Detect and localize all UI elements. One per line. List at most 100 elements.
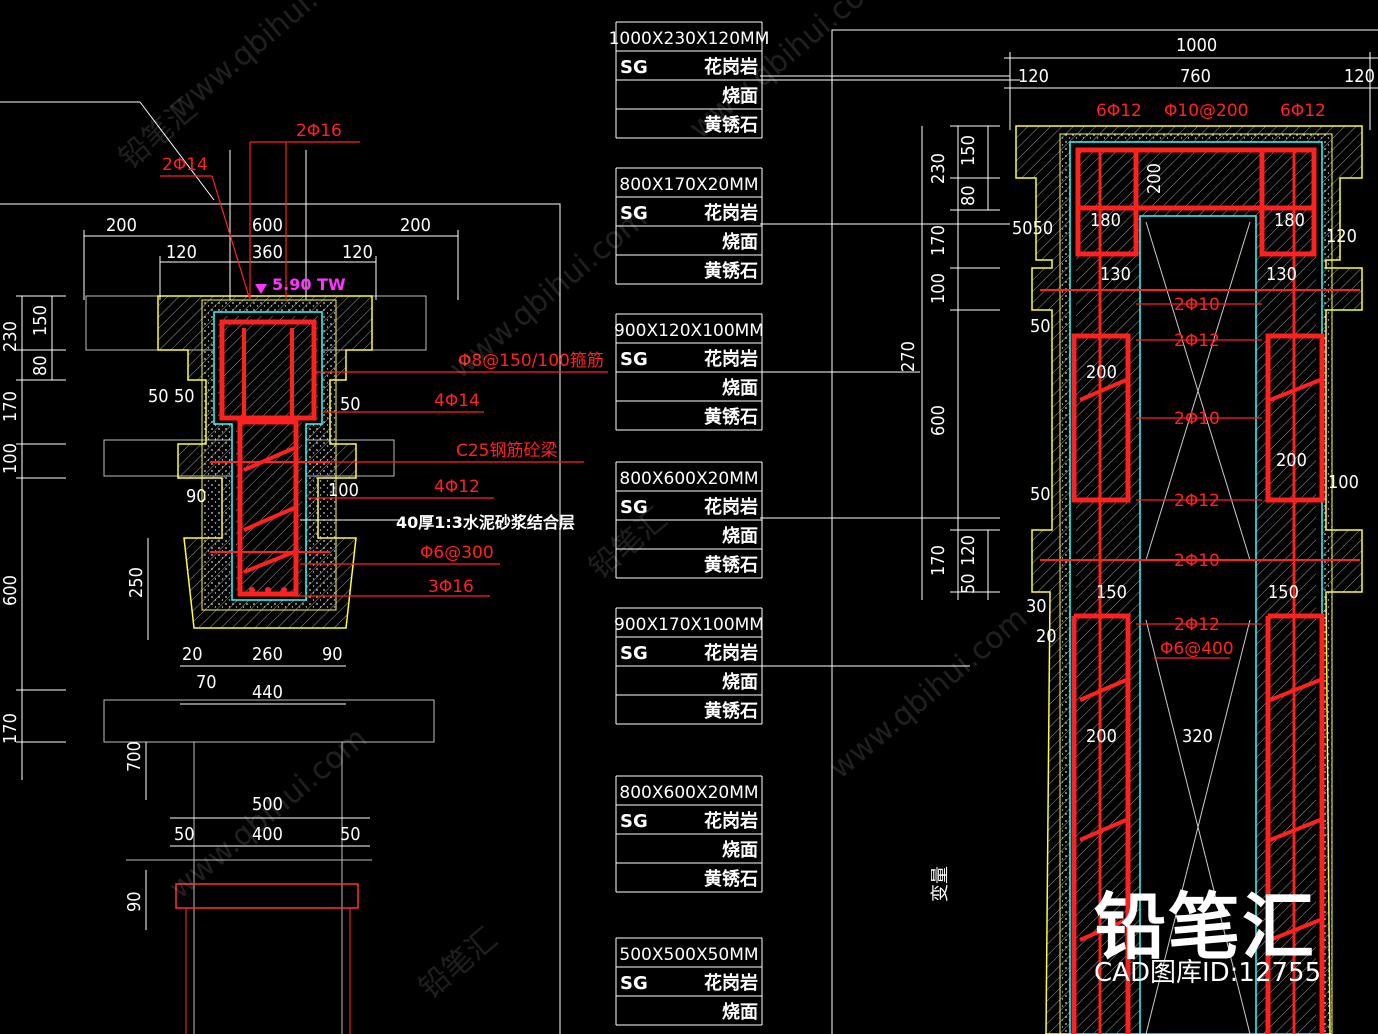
material-name: 黄锈石 (704, 260, 758, 282)
r-rebar-g: Φ6@400 (1160, 639, 1234, 659)
dim-120-left: 120 (166, 242, 197, 263)
material-table-header: 800X600X20MM (619, 469, 758, 489)
material-name: 黄锈石 (704, 406, 758, 428)
material-name: 黄锈石 (704, 554, 758, 576)
r-dim-30: 30 (1026, 596, 1047, 617)
material-name: 黄锈石 (704, 868, 758, 890)
r-dim-130b: 130 (1266, 264, 1297, 285)
right-section-detail: 1000 120 760 120 6Φ12 Φ10@200 6Φ12 230 1… (760, 29, 1378, 1034)
dim-170: 170 (0, 391, 21, 422)
material-name: 花岗岩 (704, 810, 758, 832)
watermark-site-5: www.qbihui.com (823, 601, 1035, 786)
dim-440: 440 (252, 682, 283, 703)
dim-70: 70 (196, 672, 217, 693)
r-dim-230: 230 (928, 153, 949, 184)
r-dim-80: 80 (958, 185, 979, 206)
r-dim-120-inner: 120 (1326, 226, 1357, 247)
material-name: 花岗岩 (704, 348, 758, 370)
dim-360: 360 (252, 242, 283, 263)
dim-90-bottom: 90 (322, 644, 343, 665)
dim-200-right: 200 (400, 215, 431, 236)
material-name: 黄锈石 (704, 114, 758, 136)
material-table-header: 900X120X100MM (614, 321, 764, 341)
dim-600-top: 600 (252, 215, 283, 236)
r-dim-50: 50 (958, 573, 979, 594)
r-dim-150a: 150 (1096, 582, 1127, 603)
material-name: 花岗岩 (704, 496, 758, 518)
rebar-10at200: Φ10@200 (1164, 101, 1248, 121)
dim-600-side: 600 (0, 575, 21, 606)
r-dim-20: 20 (1036, 626, 1057, 647)
dim-120-r2: 120 (1344, 66, 1375, 87)
r-dim-170b: 170 (928, 545, 949, 576)
dim-200-left: 200 (106, 215, 137, 236)
dim-700: 700 (124, 741, 145, 772)
r-dim-200c: 200 (1276, 450, 1307, 471)
material-name: 烧面 (722, 378, 758, 399)
material-code: SG (620, 497, 648, 518)
rebar-6phi12-right: 6Φ12 (1280, 101, 1326, 121)
dim-90-inner: 90 (186, 486, 207, 507)
dim-500: 500 (252, 794, 283, 815)
callout-3phi16: 3Φ16 (428, 577, 474, 597)
r-rebar-e: 2Φ10 (1174, 551, 1220, 571)
left-section-detail: 200 600 200 120 360 120 2Φ16 2Φ14 5.90 T… (0, 101, 608, 1034)
dim-1000: 1000 (1176, 35, 1217, 56)
rebar-2phi16: 2Φ16 (296, 121, 342, 141)
r-rebar-d: 2Φ12 (1174, 491, 1220, 511)
r-dim-50b: 50 (1030, 484, 1051, 505)
material-table-header: 1000X230X120MM (609, 29, 770, 49)
r-dim-50a: 50 (1030, 316, 1051, 337)
rebar-6phi12-left: 6Φ12 (1096, 101, 1142, 121)
material-name: 烧面 (722, 526, 758, 547)
callout-stirrup: Φ8@150/100箍筋 (458, 351, 604, 371)
r-dim-5050: 5050 (1012, 218, 1053, 239)
dim-260: 260 (252, 644, 283, 665)
material-table-header: 800X600X20MM (619, 783, 758, 803)
r-rebar-c: 2Φ10 (1174, 409, 1220, 429)
r-dim-170: 170 (928, 225, 949, 256)
material-code: SG (620, 203, 648, 224)
r-dim-100: 100 (1328, 472, 1359, 493)
dim-50-br: 50 (340, 824, 361, 845)
material-code: SG (620, 973, 648, 994)
watermark-brand-3: 铅笔汇 (413, 921, 504, 1006)
dim-50-bl: 50 (174, 824, 195, 845)
material-name: 黄锈石 (704, 700, 758, 722)
cad-id-label: CAD图库ID:12755 (1094, 958, 1322, 988)
dim-250: 250 (126, 567, 147, 598)
callout-mortar: 40厚1:3水泥砂浆结合层 (396, 513, 575, 532)
material-name: 烧面 (722, 840, 758, 861)
material-table-header: 500X500X50MM (619, 945, 758, 965)
r-dim-180a: 180 (1090, 210, 1121, 231)
material-table-header: 900X170X100MM (614, 615, 764, 635)
r-dim-130a: 130 (1100, 264, 1131, 285)
dim-50b: 50 (174, 386, 195, 407)
dim-20: 20 (182, 644, 203, 665)
material-code: SG (620, 349, 648, 370)
r-dim-150b: 150 (1268, 582, 1299, 603)
r-dim-200-top: 200 (1144, 163, 1165, 194)
material-name: 花岗岩 (704, 202, 758, 224)
r-dim-200b: 200 (1086, 362, 1117, 383)
material-name: 烧面 (722, 672, 758, 693)
material-name: 花岗岩 (704, 642, 758, 664)
material-code: SG (620, 643, 648, 664)
r-dim-200d: 200 (1086, 726, 1117, 747)
r-dim-600: 600 (928, 405, 949, 436)
dim-170-lower: 170 (0, 713, 21, 744)
dim-400: 400 (252, 824, 283, 845)
r-dim-270: 270 (898, 341, 919, 372)
dim-50c: 50 (340, 394, 361, 415)
dim-230: 230 (0, 321, 21, 352)
rebar-2phi14: 2Φ14 (162, 155, 208, 175)
r-dim-100: 100 (928, 273, 949, 304)
callout-beam: C25钢筋砼梁 (456, 441, 558, 461)
